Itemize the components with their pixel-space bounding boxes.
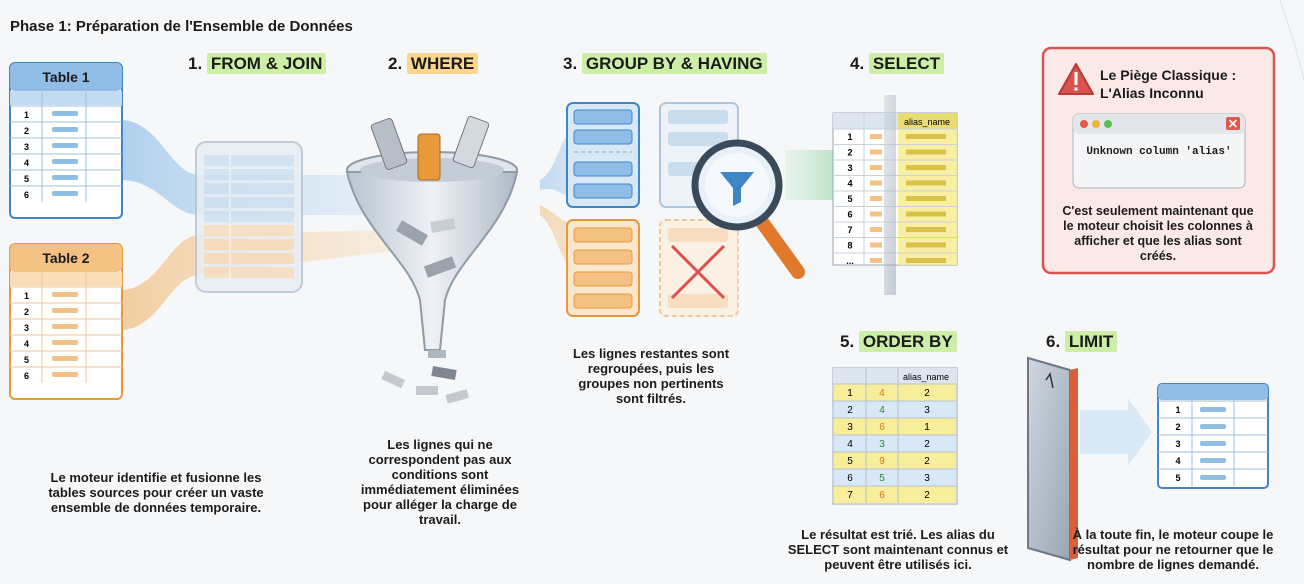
select-row-number: 5	[847, 194, 852, 204]
limit-blade	[1027, 356, 1078, 562]
table-1-row-number: 2	[24, 126, 29, 136]
select-row-number: 1	[847, 132, 852, 142]
desc-from-join: Le moteur identifie et fusionne les tabl…	[48, 470, 264, 515]
limit-table: 1 2 3 4 5	[1157, 383, 1269, 489]
select-row-number: 7	[847, 225, 852, 235]
select-row-number: 6	[847, 210, 852, 220]
desc-group-by: Les lignes restantes sont regroupées, pu…	[572, 346, 730, 406]
desc-limit: À la toute fin, le moteur coupe le résul…	[1072, 527, 1274, 572]
order-cell: 2	[924, 490, 930, 501]
warning-title: Le Piège Classique :L'Alias Inconnu	[1100, 67, 1237, 101]
order-cell: 2	[847, 405, 853, 416]
limit-row-number: 4	[1175, 456, 1180, 466]
order-cell: 1	[847, 388, 853, 399]
magnifier-icon	[691, 139, 805, 279]
limit-arrow	[1080, 398, 1152, 466]
table-1-row-number: 6	[24, 190, 29, 200]
order-cell: 3	[924, 473, 930, 484]
table-1: 1 2 3 4 5 6	[9, 62, 123, 219]
order-cell: 5	[847, 456, 853, 467]
where-funnel	[345, 116, 519, 404]
merged-table	[195, 141, 303, 293]
corner-decor	[1279, 0, 1304, 81]
step-2-title: 2. WHERE	[388, 53, 479, 74]
limit-row-number: 2	[1175, 422, 1180, 432]
select-alias-header: alias_name	[904, 117, 950, 127]
order-cell: 2	[924, 456, 930, 467]
order-cell: 6	[879, 490, 885, 501]
order-cell: 1	[924, 422, 930, 433]
table-2: 1 2 3 4 5 6	[9, 243, 123, 400]
error-message: Unknown column 'alias'	[1086, 146, 1232, 158]
table-1-row-number: 4	[24, 158, 29, 168]
table-1-row-number: 3	[24, 142, 29, 152]
table-1-row-number: 5	[24, 174, 29, 184]
order-table: alias_name 1 4 2 2 4 3 3 6 1 4 3 2 5 9 2 6 5 3 7 6 2	[832, 367, 958, 505]
table-2-title: Table 2	[42, 250, 90, 266]
select-row-number: ...	[846, 256, 854, 266]
select-table: alias_name 1 2 3 4 5 6 7 8...	[832, 95, 958, 295]
step-3-title: 3. GROUP BY & HAVING	[563, 53, 767, 74]
table-2-row-number: 4	[24, 339, 29, 349]
order-cell: 3	[879, 439, 885, 450]
order-cell: 4	[879, 388, 885, 399]
select-row-number: 4	[847, 179, 852, 189]
select-row-number: 8	[847, 241, 852, 251]
warning-box	[1041, 46, 1276, 275]
order-cell: 3	[847, 422, 853, 433]
select-row-number: 3	[847, 163, 852, 173]
order-alias-header: alias_name	[903, 372, 949, 382]
desc-order-by: Le résultat est trié. Les alias du SELEC…	[787, 527, 1009, 572]
order-cell: 7	[847, 490, 853, 501]
table-2-row-number: 3	[24, 323, 29, 333]
phase-title: Phase 1: Préparation de l'Ensemble de Do…	[10, 18, 353, 35]
order-cell: 2	[924, 388, 930, 399]
order-cell: 6	[879, 422, 885, 433]
table-2-row-number: 6	[24, 371, 29, 381]
table-2-row-number: 2	[24, 307, 29, 317]
table-2-row-number: 1	[24, 291, 29, 301]
select-row-number: 2	[847, 148, 852, 158]
step-5-title: 5. ORDER BY	[840, 331, 957, 352]
order-cell: 3	[924, 405, 930, 416]
table-1-row-number: 1	[24, 110, 29, 120]
step-6-title: 6. LIMIT	[1046, 331, 1118, 352]
step-4-title: 4. SELECT	[850, 53, 944, 74]
limit-row-number: 1	[1175, 405, 1180, 415]
limit-row-number: 5	[1175, 473, 1180, 483]
table-1-title: Table 1	[42, 69, 90, 85]
warning-body: C'est seulement maintenant que le moteur…	[1062, 204, 1254, 263]
order-cell: 5	[879, 473, 885, 484]
order-cell: 4	[847, 439, 853, 450]
desc-where: Les lignes qui ne correspondent pas aux …	[360, 437, 520, 527]
limit-row-number: 3	[1175, 439, 1180, 449]
table-2-row-number: 5	[24, 355, 29, 365]
order-cell: 4	[879, 405, 885, 416]
order-cell: 2	[924, 439, 930, 450]
order-cell: 6	[847, 473, 853, 484]
order-cell: 9	[879, 456, 885, 467]
step-1-title: 1. FROM & JOIN	[188, 53, 327, 74]
